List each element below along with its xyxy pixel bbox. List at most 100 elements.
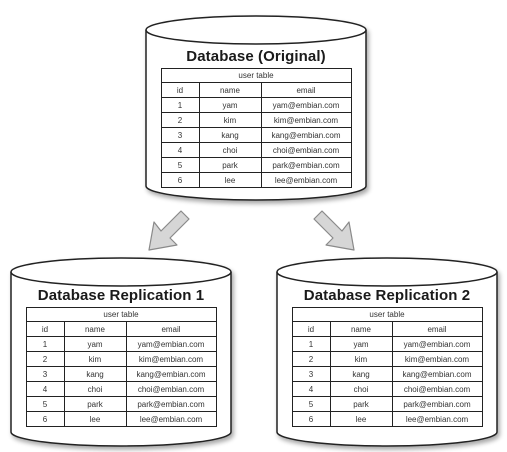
cell-id: 1 [291, 336, 331, 352]
table-row: 6 lee lee@embian.com [25, 411, 217, 427]
cell-email: lee@embian.com [391, 411, 483, 427]
column-header-id: id [160, 82, 200, 98]
table-header-row: id name email [25, 321, 217, 337]
table-caption-row: user table [25, 307, 217, 322]
cell-name: kim [63, 351, 127, 367]
table-row: 2 kim kim@embian.com [291, 351, 483, 367]
cell-id: 1 [160, 97, 200, 113]
cell-name: kim [329, 351, 393, 367]
cell-id: 4 [160, 142, 200, 158]
cell-id: 3 [291, 366, 331, 382]
db-replication-1: Database Replication 1 user table id nam… [21, 287, 221, 427]
table-row: 4 choi choi@embian.com [160, 142, 352, 158]
column-header-name: name [198, 82, 262, 98]
table-caption: user table [160, 68, 352, 83]
db-title: Database (Original) [186, 48, 326, 65]
cell-email: kim@embian.com [260, 112, 352, 128]
table-row: 1 yam yam@embian.com [160, 97, 352, 113]
db-title: Database Replication 1 [37, 287, 205, 304]
cell-email: lee@embian.com [125, 411, 217, 427]
cell-id: 3 [25, 366, 65, 382]
cell-name: choi [63, 381, 127, 397]
cell-id: 4 [291, 381, 331, 397]
cell-name: lee [329, 411, 393, 427]
column-header-name: name [63, 321, 127, 337]
cell-email: kim@embian.com [391, 351, 483, 367]
cell-id: 6 [25, 411, 65, 427]
table-caption: user table [291, 307, 483, 322]
cell-email: yam@embian.com [260, 97, 352, 113]
cell-email: lee@embian.com [260, 172, 352, 188]
cell-id: 2 [160, 112, 200, 128]
cell-email: park@embian.com [125, 396, 217, 412]
column-header-name: name [329, 321, 393, 337]
cell-name: yam [198, 97, 262, 113]
table-row: 5 park park@embian.com [160, 157, 352, 173]
cell-id: 6 [160, 172, 200, 188]
arrow-to-replication-2-icon [313, 210, 355, 251]
cell-id: 5 [25, 396, 65, 412]
table-row: 5 park park@embian.com [25, 396, 217, 412]
cell-name: lee [198, 172, 262, 188]
table-row: 2 kim kim@embian.com [25, 351, 217, 367]
column-header-email: email [391, 321, 483, 337]
table-row: 2 kim kim@embian.com [160, 112, 352, 128]
table-row: 3 kang kang@embian.com [291, 366, 483, 382]
table-row: 6 lee lee@embian.com [160, 172, 352, 188]
table-caption-row: user table [160, 68, 352, 83]
cell-id: 5 [291, 396, 331, 412]
db-original: Database (Original) user table id name e… [156, 48, 356, 188]
cell-name: kang [329, 366, 393, 382]
table-row: 4 choi choi@embian.com [291, 381, 483, 397]
cell-email: park@embian.com [391, 396, 483, 412]
cell-id: 3 [160, 127, 200, 143]
user-table: user table id name email 1 yam yam@embia… [160, 68, 352, 188]
db-replication-2: Database Replication 2 user table id nam… [287, 287, 487, 427]
cell-id: 6 [291, 411, 331, 427]
table-row: 5 park park@embian.com [291, 396, 483, 412]
cell-name: park [63, 396, 127, 412]
cell-id: 2 [291, 351, 331, 367]
cell-name: yam [329, 336, 393, 352]
cell-id: 5 [160, 157, 200, 173]
cell-name: choi [198, 142, 262, 158]
cell-email: choi@embian.com [125, 381, 217, 397]
table-row: 3 kang kang@embian.com [25, 366, 217, 382]
cell-name: park [329, 396, 393, 412]
arrow-to-replication-1-icon [148, 210, 190, 251]
column-header-id: id [291, 321, 331, 337]
column-header-email: email [260, 82, 352, 98]
table-row: 6 lee lee@embian.com [291, 411, 483, 427]
table-row: 4 choi choi@embian.com [25, 381, 217, 397]
table-row: 3 kang kang@embian.com [160, 127, 352, 143]
cell-email: kang@embian.com [125, 366, 217, 382]
cell-email: park@embian.com [260, 157, 352, 173]
table-caption-row: user table [291, 307, 483, 322]
cell-name: choi [329, 381, 393, 397]
cell-id: 1 [25, 336, 65, 352]
cell-email: yam@embian.com [391, 336, 483, 352]
user-table: user table id name email 1 yam yam@embia… [25, 307, 217, 427]
table-header-row: id name email [160, 82, 352, 98]
cell-email: choi@embian.com [260, 142, 352, 158]
cell-name: park [198, 157, 262, 173]
cell-id: 4 [25, 381, 65, 397]
db-title: Database Replication 2 [303, 287, 471, 304]
cell-name: lee [63, 411, 127, 427]
cell-email: kang@embian.com [260, 127, 352, 143]
cell-name: kang [63, 366, 127, 382]
cell-name: kim [198, 112, 262, 128]
cell-email: yam@embian.com [125, 336, 217, 352]
table-row: 1 yam yam@embian.com [25, 336, 217, 352]
cell-email: kang@embian.com [391, 366, 483, 382]
cell-id: 2 [25, 351, 65, 367]
column-header-email: email [125, 321, 217, 337]
table-caption: user table [25, 307, 217, 322]
cell-email: choi@embian.com [391, 381, 483, 397]
table-row: 1 yam yam@embian.com [291, 336, 483, 352]
cell-email: kim@embian.com [125, 351, 217, 367]
user-table: user table id name email 1 yam yam@embia… [291, 307, 483, 427]
table-header-row: id name email [291, 321, 483, 337]
cell-name: kang [198, 127, 262, 143]
cell-name: yam [63, 336, 127, 352]
